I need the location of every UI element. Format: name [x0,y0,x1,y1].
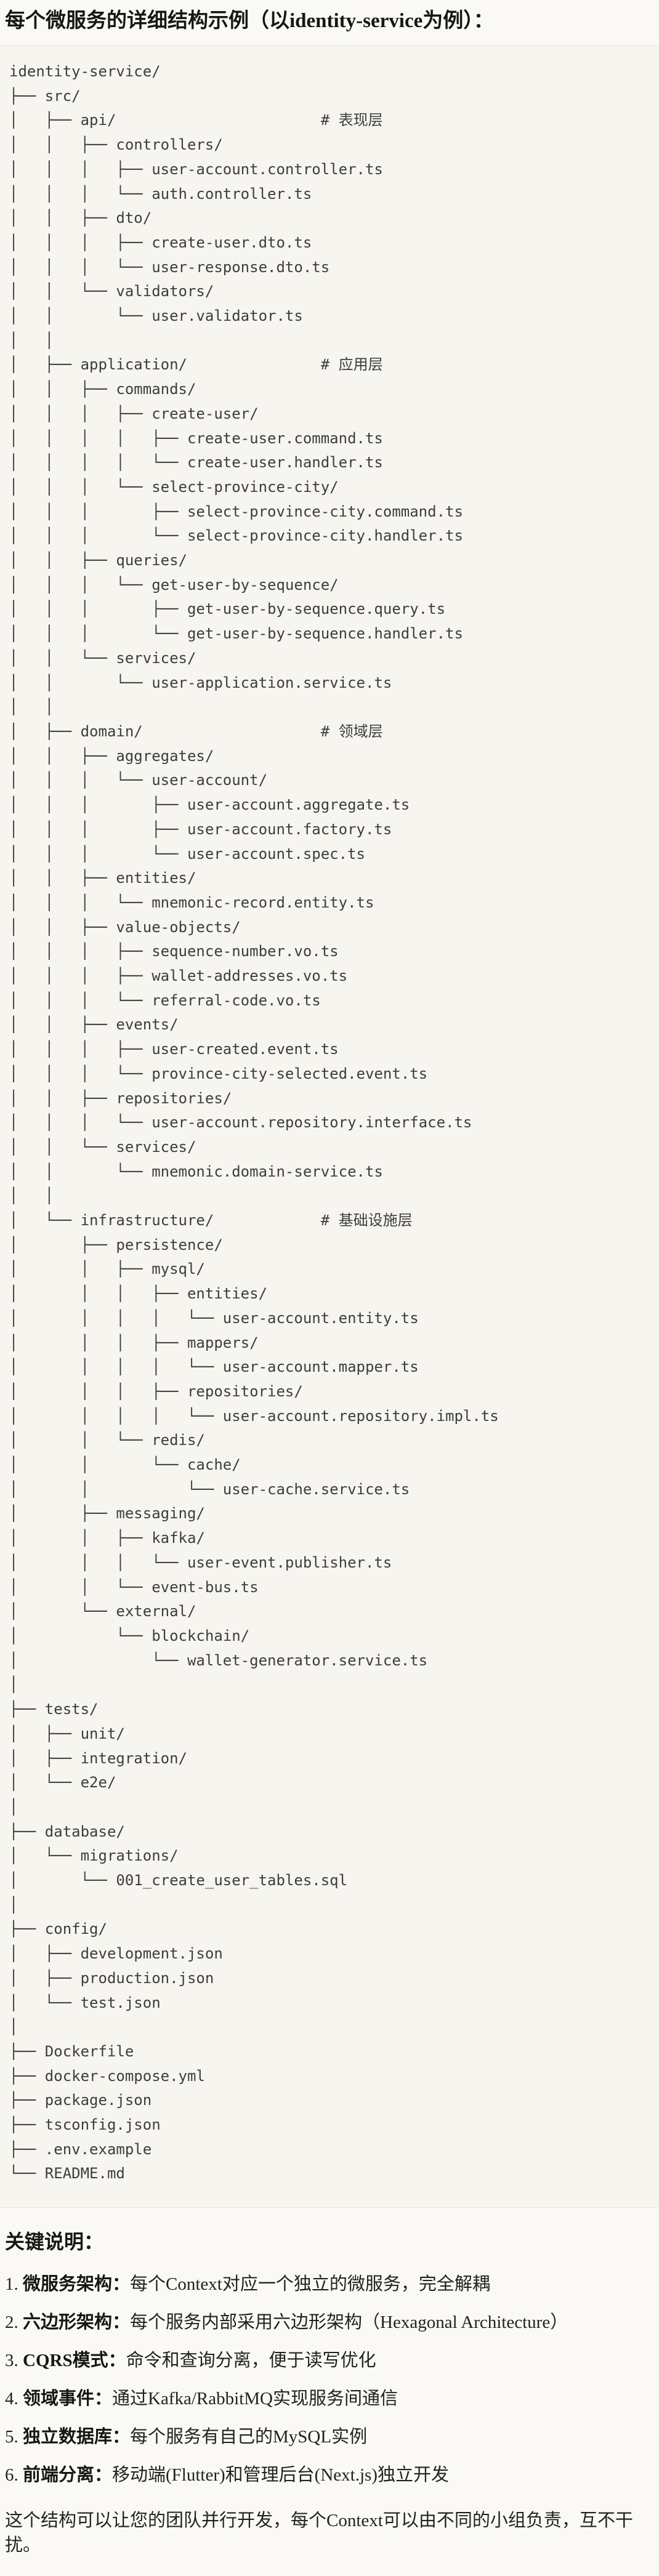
note-label: 独立数据库： [23,2427,131,2447]
note-item: 6. 前端分离：移动端(Flutter)和管理后台(Next.js)独立开发 [5,2463,653,2487]
note-item: 2. 六边形架构：每个服务内部采用六边形架构（Hexagonal Archite… [5,2310,653,2335]
notes-heading: 关键说明： [5,2231,104,2253]
note-text: 命令和查询分离，便于读写优化 [126,2351,376,2371]
note-item: 3. CQRS模式：命令和查询分离，便于读写优化 [5,2348,653,2373]
document: 每个微服务的详细结构示例（以identity-service为例）： ident… [0,7,659,2576]
note-label: 六边形架构： [23,2312,131,2333]
note-text: 每个服务内部采用六边形架构（Hexagonal Architecture） [130,2312,568,2333]
note-number: 3. [5,2351,18,2371]
note-item: 4. 领域事件：通过Kafka/RabbitMQ实现服务间通信 [5,2386,653,2411]
code-block: identity-service/ ├── src/ │ ├── api/ # … [0,46,659,2208]
note-item: 1. 微服务架构：每个Context对应一个独立的微服务，完全解耦 [5,2272,653,2296]
note-item: 5. 独立数据库：每个服务有自己的MySQL实例 [5,2425,653,2449]
note-number: 4. [5,2389,18,2409]
note-text: 移动端(Flutter)和管理后台(Next.js)独立开发 [112,2465,449,2485]
file-tree-text: identity-service/ ├── src/ │ ├── api/ # … [9,63,499,2183]
note-label: 领域事件： [23,2389,113,2409]
note-number: 5. [5,2427,18,2447]
note-number: 1. [5,2274,18,2295]
note-label: CQRS模式： [23,2351,126,2371]
note-text: 每个Context对应一个独立的微服务，完全解耦 [130,2274,490,2295]
note-label: 微服务架构： [23,2274,131,2295]
page-title: 每个微服务的详细结构示例（以identity-service为例）： [5,10,494,32]
note-number: 6. [5,2465,18,2485]
notes-section: 关键说明： 1. 微服务架构：每个Context对应一个独立的微服务，完全解耦 2… [0,2229,659,2576]
note-text: 通过Kafka/RabbitMQ实现服务间通信 [112,2389,398,2409]
note-text: 每个服务有自己的MySQL实例 [130,2427,368,2447]
note-label: 前端分离： [23,2465,113,2485]
note-number: 2. [5,2312,18,2333]
notes-list: 1. 微服务架构：每个Context对应一个独立的微服务，完全解耦 2. 六边形架… [5,2272,653,2487]
closing-paragraph: 这个结构可以让您的团队并行开发，每个Context可以由不同的小组负责，互不干扰… [5,2511,633,2556]
